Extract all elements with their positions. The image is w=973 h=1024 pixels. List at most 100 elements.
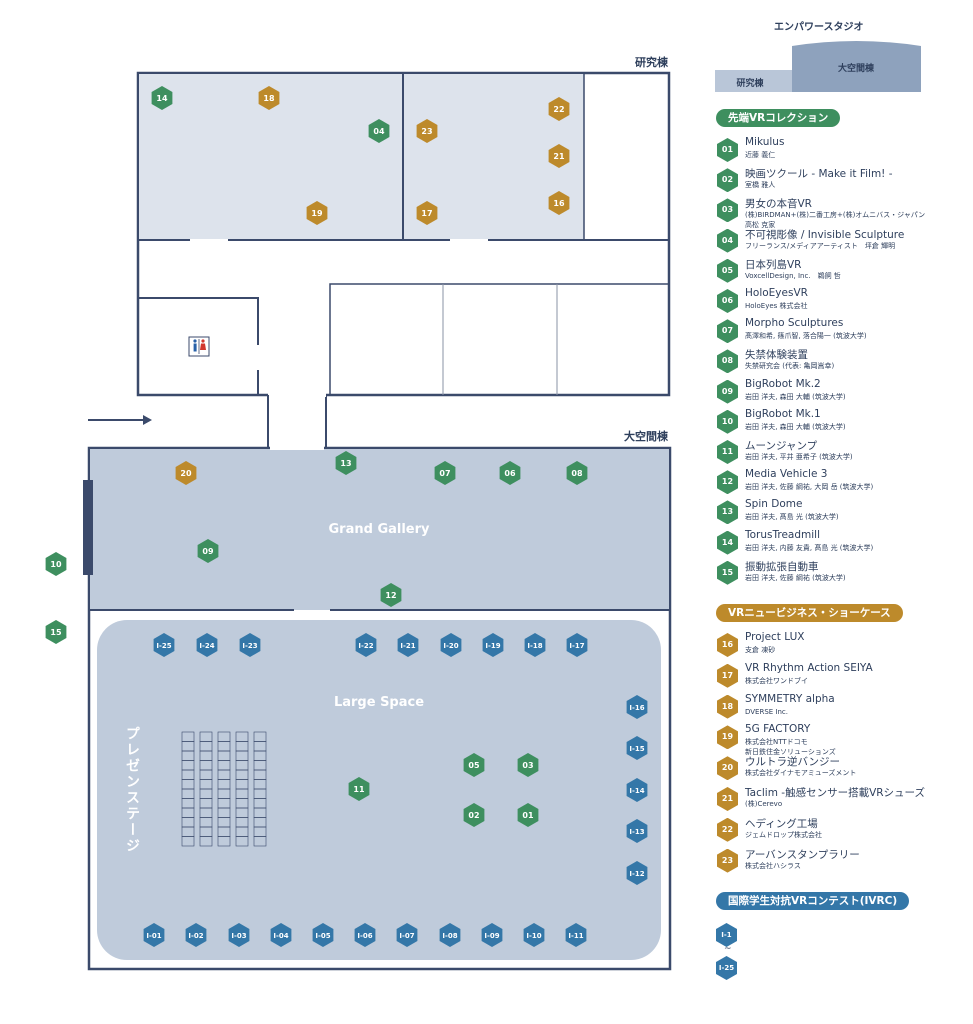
booth-marker-05[interactable]: 05 <box>463 753 485 777</box>
marker-hex <box>45 620 67 644</box>
legend-item-subtitle: 株式会社NTTドコモ新日鉄住金ソリューションズ <box>745 738 836 757</box>
marker-label: I-13 <box>629 828 644 836</box>
booth-marker-i-09[interactable]: I-09 <box>481 923 503 947</box>
booth-marker-i-06[interactable]: I-06 <box>354 923 376 947</box>
marker-hex <box>312 923 334 947</box>
booth-marker-04[interactable]: 04 <box>368 119 390 143</box>
booth-marker-i-22[interactable]: I-22 <box>355 633 377 657</box>
booth-marker-14[interactable]: 14 <box>151 86 173 110</box>
silhouette-kenkyu <box>715 70 793 92</box>
booth-marker-19[interactable]: 19 <box>306 201 328 225</box>
booth-marker-i-13[interactable]: I-13 <box>626 819 648 843</box>
legend-number-hex: 19 <box>717 725 738 750</box>
booth-marker-23[interactable]: 23 <box>416 119 438 143</box>
legend-item-title: SYMMETRY alpha <box>745 692 835 705</box>
booth-marker-i-12[interactable]: I-12 <box>626 861 648 885</box>
kenkyu-building: 研究棟 <box>136 55 671 448</box>
seat <box>181 836 195 847</box>
booth-marker-22[interactable]: 22 <box>548 97 570 121</box>
booth-marker-i-15[interactable]: I-15 <box>626 736 648 760</box>
marker-hex <box>463 803 485 827</box>
legend-item-subtitle: 岩田 洋夫, 佐藤 綱祐, 大岡 岳 (筑波大学) <box>745 483 874 492</box>
legend-number-hex: 06 <box>717 289 738 313</box>
booth-marker-17[interactable]: 17 <box>416 201 438 225</box>
building-silhouette: 研究棟 大空間棟 <box>715 41 921 92</box>
legend-item-title: 日本列島VR <box>745 258 802 271</box>
marker-label: I-04 <box>273 932 288 940</box>
booth-marker-i-03[interactable]: I-03 <box>228 923 250 947</box>
booth-marker-02[interactable]: 02 <box>463 803 485 827</box>
legend-number-hex: 16 <box>717 633 738 657</box>
booth-marker-18[interactable]: 18 <box>258 86 280 110</box>
booth-marker-21[interactable]: 21 <box>548 144 570 168</box>
booth-marker-06[interactable]: 06 <box>499 461 521 485</box>
booth-marker-i-19[interactable]: I-19 <box>482 633 504 657</box>
marker-hex <box>565 923 587 947</box>
marker-label: 02 <box>468 811 479 820</box>
section-title-vr-business: VRニュービジネス・ショーケース <box>716 604 903 622</box>
marker-hex <box>463 753 485 777</box>
legend-item-title: HoloEyesVR <box>745 287 808 299</box>
marker-label: I-02 <box>188 932 203 940</box>
booth-marker-i-24[interactable]: I-24 <box>196 633 218 657</box>
marker-hex <box>548 97 570 121</box>
marker-label: 23 <box>421 127 432 136</box>
legend-item-subtitle: 岩田 洋夫, 佐藤 綱祐 (筑波大学) <box>745 573 846 582</box>
marker-label: I-20 <box>443 642 458 650</box>
legend-item-subtitle: 岩田 洋夫, 森田 大輔 (筑波大学) <box>745 422 846 431</box>
booth-marker-12[interactable]: 12 <box>380 583 402 607</box>
booth-marker-i-11[interactable]: I-11 <box>565 923 587 947</box>
marker-hex <box>335 451 357 475</box>
silhouette-daikukan <box>792 41 921 92</box>
booth-marker-10[interactable]: 10 <box>45 552 67 576</box>
booth-marker-i-02[interactable]: I-02 <box>185 923 207 947</box>
booth-marker-i-05[interactable]: I-05 <box>312 923 334 947</box>
booth-marker-01[interactable]: 01 <box>517 803 539 827</box>
stage-label: プレゼンステージ <box>124 726 140 854</box>
marker-hex <box>175 461 197 485</box>
booth-marker-08[interactable]: 08 <box>566 461 588 485</box>
booth-marker-15[interactable]: 15 <box>45 620 67 644</box>
marker-hex <box>270 923 292 947</box>
booth-marker-i-20[interactable]: I-20 <box>440 633 462 657</box>
marker-label: I-09 <box>484 932 499 940</box>
legend-item-subtitle: HoloEyes 株式会社 <box>745 302 808 310</box>
booth-marker-i-17[interactable]: I-17 <box>566 633 588 657</box>
booth-marker-16[interactable]: 16 <box>548 191 570 215</box>
marker-label: I-17 <box>569 642 584 650</box>
legend-item-subtitle: フリーランス/メディアアーティスト 坪倉 輝明 <box>745 241 896 250</box>
legend-number-hex: 21 <box>717 787 738 811</box>
seat <box>217 836 231 847</box>
booth-marker-11[interactable]: 11 <box>348 777 370 801</box>
marker-label: 06 <box>504 469 516 478</box>
booth-marker-i-01[interactable]: I-01 <box>143 923 165 947</box>
floor-map: 研究棟 Grand Gallery Large Space 大空間棟 プレゼンス… <box>45 55 672 971</box>
booth-marker-09[interactable]: 09 <box>197 539 219 563</box>
booth-marker-i-21[interactable]: I-21 <box>397 633 419 657</box>
booth-marker-i-10[interactable]: I-10 <box>523 923 545 947</box>
marker-hex <box>626 778 648 802</box>
booth-marker-03[interactable]: 03 <box>517 753 539 777</box>
marker-hex <box>481 923 503 947</box>
booth-marker-13[interactable]: 13 <box>335 451 357 475</box>
legend-item-title: 男女の本音VR <box>745 198 812 211</box>
booth-marker-i-18[interactable]: I-18 <box>524 633 546 657</box>
booth-marker-20[interactable]: 20 <box>175 461 197 485</box>
legend-item-subtitle: (株)BIRDMAN+(株)二番工房+(株)オムニバス・ジャパン高松 克家 <box>745 211 926 230</box>
legend-number-hex: 01 <box>717 138 738 162</box>
booth-marker-i-07[interactable]: I-07 <box>396 923 418 947</box>
booth-marker-i-25[interactable]: I-25 <box>153 633 175 657</box>
booth-marker-07[interactable]: 07 <box>434 461 456 485</box>
booth-marker-i-16[interactable]: I-16 <box>626 695 648 719</box>
booth-marker-i-04[interactable]: I-04 <box>270 923 292 947</box>
booth-marker-i-08[interactable]: I-08 <box>439 923 461 947</box>
booth-marker-i-23[interactable]: I-23 <box>239 633 261 657</box>
booth-marker-i-14[interactable]: I-14 <box>626 778 648 802</box>
legend-item-title: BigRobot Mk.1 <box>745 407 821 420</box>
